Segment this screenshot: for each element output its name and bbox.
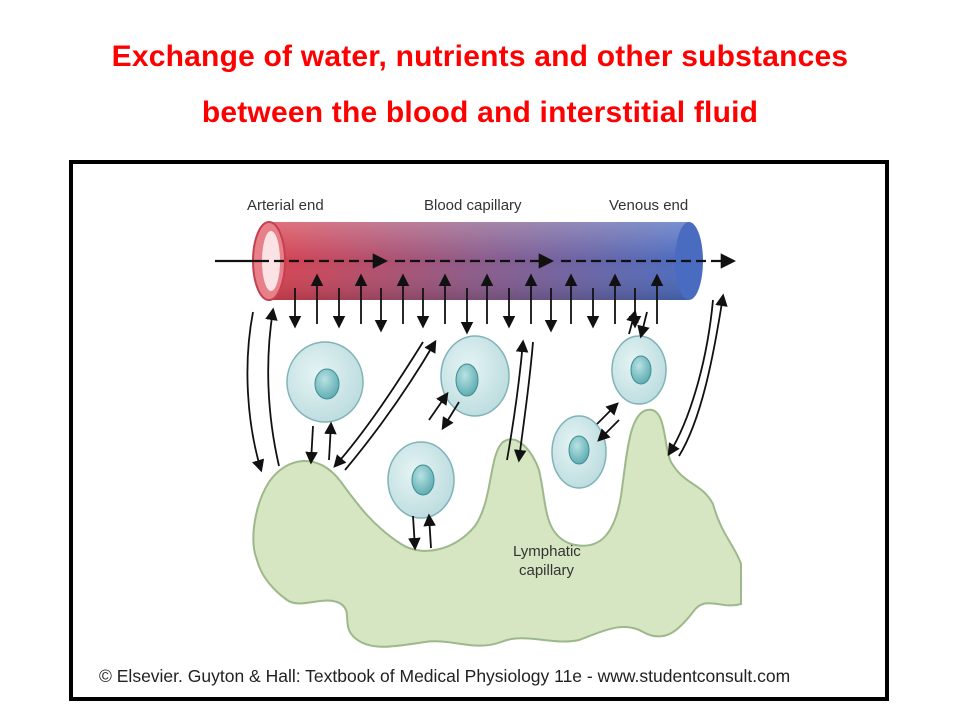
lymphatic-capillary [252, 408, 742, 648]
interstitial-flow-arrows [246, 293, 728, 473]
source-credit: © Elsevier. Guyton & Hall: Textbook of M… [99, 666, 790, 686]
tissue-cell [551, 415, 607, 489]
venous-end-label: Venous end [609, 197, 688, 214]
tissue-cell [611, 335, 667, 405]
capillary-exchange-arrows [288, 273, 664, 335]
lymphatic-label-line-1: Lymphatic [513, 543, 581, 560]
blood-capillary-label: Blood capillary [424, 197, 522, 214]
arterial-end-label: Arterial end [247, 197, 324, 214]
slide-title-line-2: between the blood and interstitial fluid [201, 96, 759, 129]
tissue-cell [387, 441, 455, 519]
tissue-cell [440, 335, 510, 417]
cell-exchange-arrows [305, 309, 650, 551]
diagram-frame: Arterial end Blood capillary Venous end … [69, 160, 889, 701]
slide-title-line-1: Exchange of water, nutrients and other s… [111, 40, 849, 73]
capillary-exchange-diagram: Arterial end Blood capillary Venous end … [99, 197, 790, 686]
lymphatic-label-line-2: capillary [519, 562, 575, 579]
tissue-cell [286, 341, 364, 423]
